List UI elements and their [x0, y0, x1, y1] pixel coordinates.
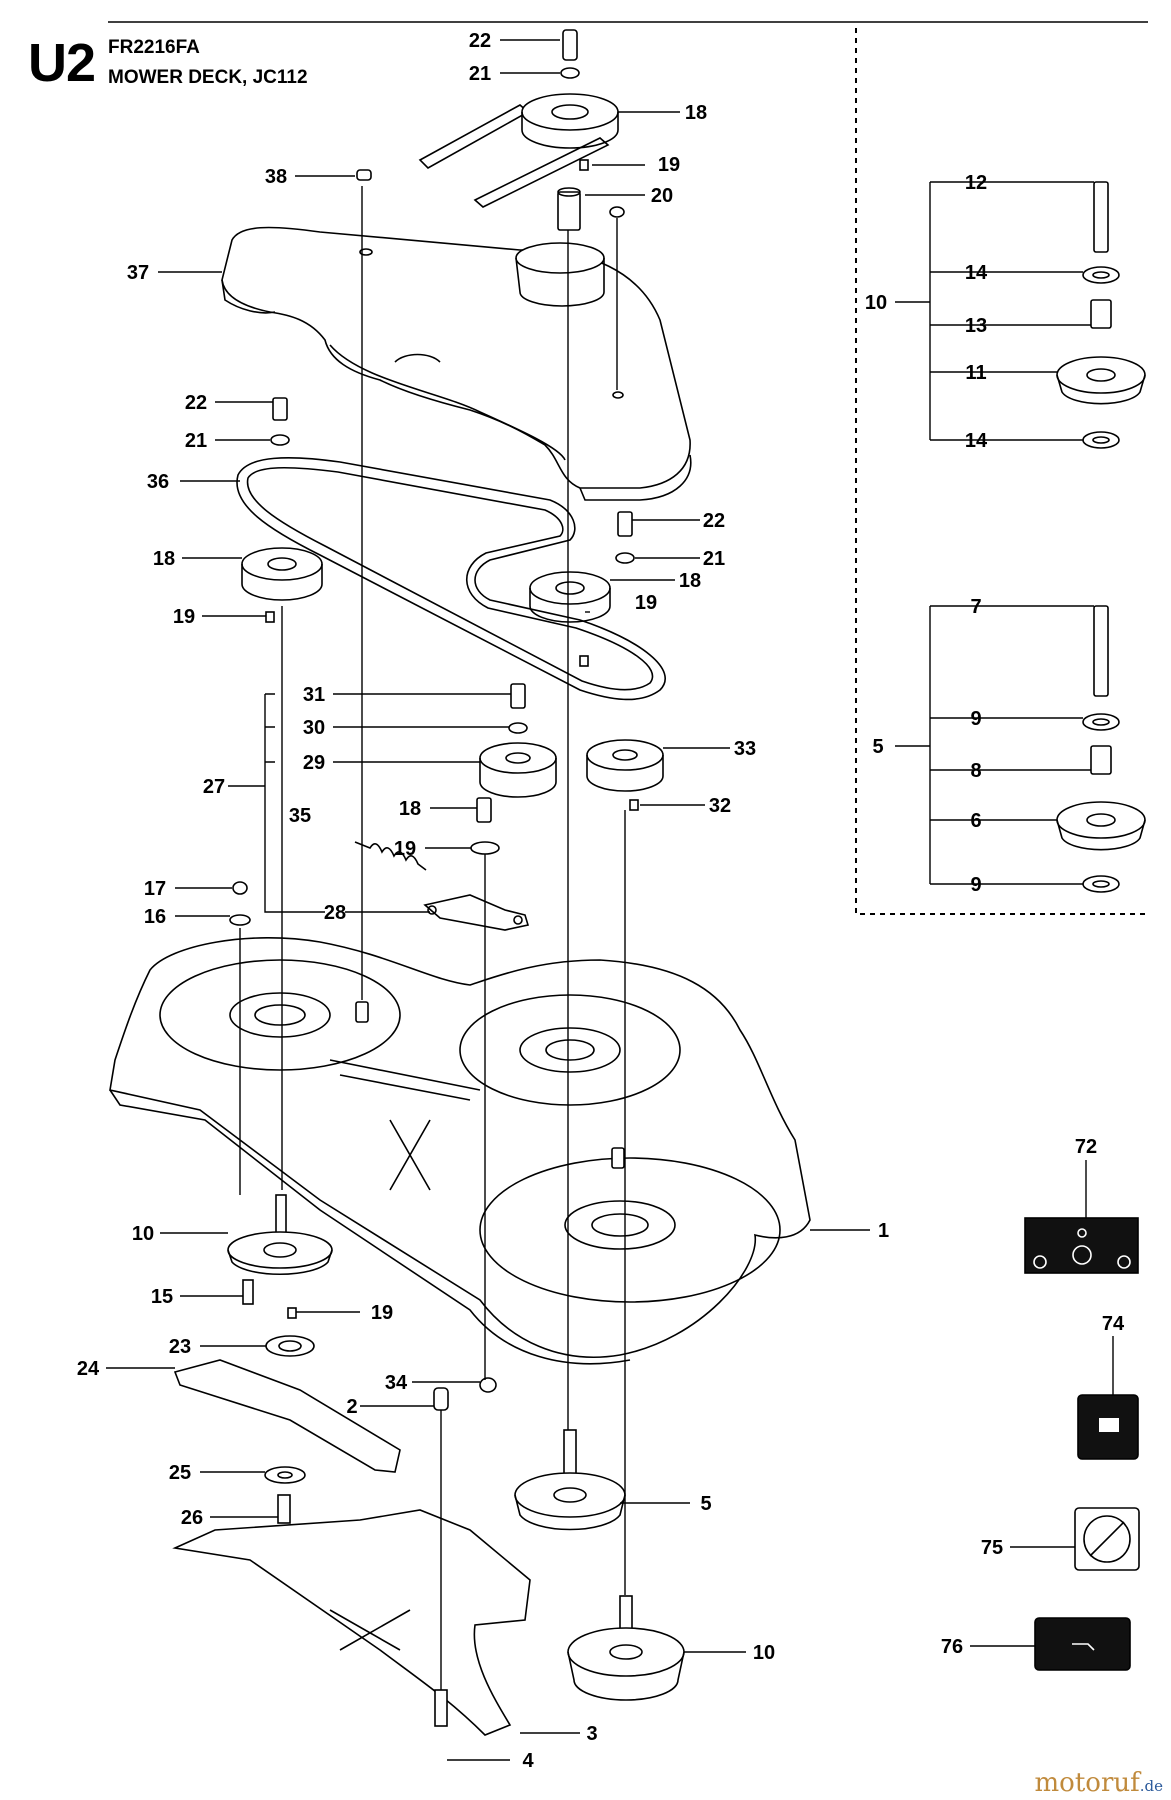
callout-2: 2: [346, 1396, 357, 1418]
callout-9: 9: [970, 874, 981, 896]
callout-34: 34: [385, 1372, 408, 1394]
callout-29: 29: [303, 752, 325, 774]
callout-19: 19: [173, 606, 195, 628]
baffle-plate: [172, 1509, 531, 1736]
diagram-title: MOWER DECK, JC112: [108, 67, 308, 88]
callout-31: 31: [303, 684, 325, 706]
callout-8: 8: [970, 760, 981, 782]
watermark: motoruf.de: [1035, 1770, 1163, 1796]
callout-27: 27: [203, 776, 225, 798]
callout-11: 11: [965, 362, 986, 384]
callout-24: 24: [77, 1358, 100, 1380]
callout-21: 21: [703, 548, 725, 570]
top-pulley-assembly: [418, 29, 625, 231]
callout-3: 3: [586, 1723, 597, 1745]
callout-21: 21: [185, 430, 207, 452]
callout-5: 5: [872, 736, 883, 758]
callout-17: 17: [144, 878, 166, 900]
callout-9: 9: [970, 708, 981, 730]
callout-18: 18: [679, 570, 701, 592]
decal-76: [1034, 1617, 1131, 1671]
callout-18: 18: [153, 548, 175, 570]
callout-36: 36: [147, 471, 169, 493]
callout-12: 12: [965, 172, 987, 194]
callout-76: 76: [941, 1636, 963, 1658]
callout-10: 10: [753, 1642, 775, 1664]
tension-arm-assembly: [229, 797, 530, 931]
belt-cover: [221, 169, 692, 501]
callout-72: 72: [1075, 1136, 1097, 1158]
callout-19: 19: [658, 154, 680, 176]
callout-23: 23: [169, 1336, 191, 1358]
callout-6: 6: [970, 810, 981, 832]
callout-7: 7: [970, 596, 981, 618]
inset-spindle-group-5: [1056, 605, 1146, 893]
right-idler-pulley: [529, 511, 635, 667]
callout-20: 20: [651, 185, 673, 207]
callout-22: 22: [185, 392, 207, 414]
watermark-tld: .de: [1139, 1777, 1163, 1795]
decal-74: [1077, 1394, 1139, 1460]
left-spindle-assembly: [227, 1194, 333, 1357]
callout-1: 1: [878, 1220, 889, 1242]
callout-22: 22: [703, 510, 725, 532]
callout-74: 74: [1102, 1313, 1125, 1335]
callout-19: 19: [371, 1302, 393, 1324]
callout-32: 19: [394, 838, 416, 860]
callout-15: 15: [151, 1286, 173, 1308]
callout-25: 25: [169, 1462, 191, 1484]
decal-72: [1024, 1217, 1139, 1274]
callout-labels: 22 21 18 19 20 38 37 22 21 36 22 21 18 1…: [77, 30, 1125, 1772]
callout-10: 10: [865, 292, 887, 314]
bushing-2: [433, 1387, 449, 1411]
callout-5: 5: [700, 1493, 711, 1515]
callout-14: 14: [965, 430, 988, 452]
diagram-code: U2: [28, 33, 96, 93]
inset-border: [855, 28, 1148, 915]
spindle-5: [514, 1429, 626, 1531]
tensioner-pulley: [479, 683, 557, 798]
lower-right-pulley: [586, 739, 664, 811]
callout-26: 26: [181, 1507, 203, 1529]
bolt-4: [434, 1689, 448, 1727]
callout-16: 16: [144, 906, 166, 928]
callout-33: 18: [399, 798, 421, 820]
callout-14: 14: [965, 262, 988, 284]
callout-37: 37: [127, 262, 149, 284]
decal-75: [1074, 1507, 1140, 1571]
callout-28: 28: [324, 902, 346, 924]
mower-deck: [109, 937, 811, 1365]
callout-35: 35: [289, 805, 311, 827]
callout-18: 18: [685, 102, 707, 124]
drive-belt: [236, 456, 666, 701]
callout-18: 33: [734, 738, 756, 760]
watermark-brand: motoruf: [1034, 1768, 1140, 1798]
callout-19: 32: [709, 795, 731, 817]
callout-4: 4: [522, 1750, 534, 1772]
callout-10: 10: [132, 1223, 154, 1245]
model-number: FR2216FA: [108, 37, 200, 58]
callout-22: 22: [469, 30, 491, 52]
nut-34: [479, 1377, 497, 1393]
blade-assembly: [173, 1359, 401, 1524]
callout-38: 38: [265, 166, 287, 188]
leader-lines: [106, 39, 1114, 1761]
callout-30: 30: [303, 717, 325, 739]
spindle-10-lower: [567, 1595, 685, 1701]
callout-21: 21: [469, 63, 491, 85]
callout-75: 75: [981, 1537, 1003, 1559]
left-idler-pulley: [241, 397, 323, 623]
inset-spindle-group-10: [1056, 181, 1146, 449]
callout-19: 19: [635, 592, 657, 614]
callout-13: 13: [965, 315, 987, 337]
